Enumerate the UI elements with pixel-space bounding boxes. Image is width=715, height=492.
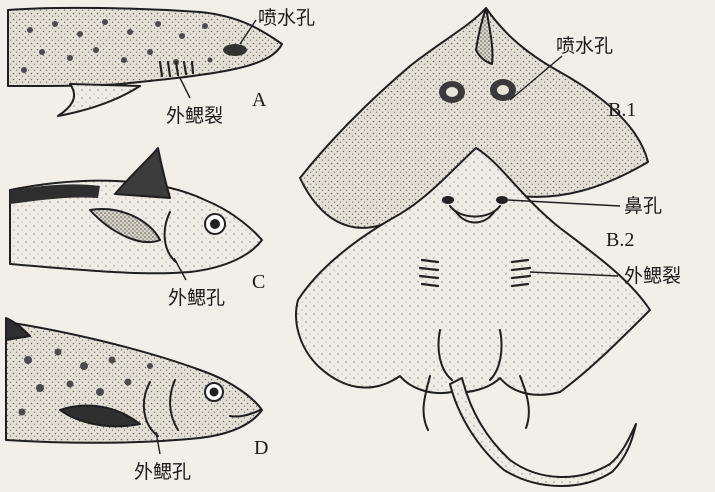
shark-spiracle [223,44,247,56]
shark-pectoral-fin [58,84,140,116]
fish-c-dorsal-fin [115,148,170,198]
panel-d-letter: D [254,437,268,459]
panel-b1-letter: B.1 [608,99,636,121]
panel-c-fish: 外鳃孔 C [10,148,265,309]
panel-d-trout: 外鳃孔 D [6,318,268,483]
panel-c-letter: C [252,271,265,293]
panel-a-shark: 喷水孔 外鳃裂 A [8,7,315,127]
panel-b2-letter: B.2 [606,229,634,251]
leader-a-gill [180,78,190,98]
label-c-gill: 外鳃孔 [168,287,225,309]
label-a-spiracle: 喷水孔 [258,7,315,29]
panel-a-letter: A [252,89,267,111]
label-b2-nostril: 鼻孔 [624,195,662,217]
label-d-gill: 外鳃孔 [134,461,191,483]
label-b1-spiracle: 喷水孔 [556,35,613,57]
label-b2-gill: 外鳃裂 [624,265,681,287]
label-a-gill: 外鳃裂 [166,105,223,127]
